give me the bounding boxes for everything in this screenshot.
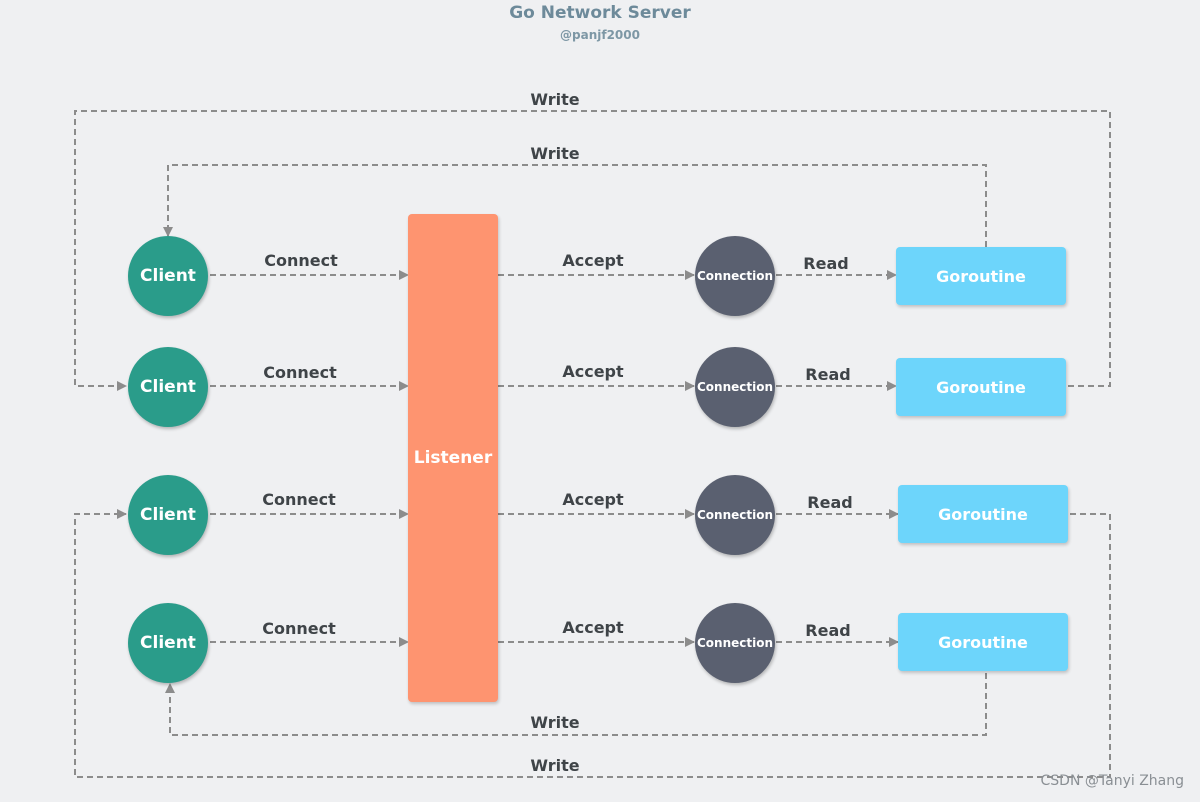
connect-label-3: Connect xyxy=(262,490,336,509)
goroutine-label: Goroutine xyxy=(936,266,1026,286)
client-label: Client xyxy=(140,633,196,653)
client-label: Client xyxy=(140,505,196,525)
client-label: Client xyxy=(140,266,196,286)
connection-label: Connection xyxy=(696,269,774,283)
connection-label: Connection xyxy=(696,380,774,394)
goroutine-label: Goroutine xyxy=(936,377,1026,397)
write-arrow-row4 xyxy=(165,673,987,736)
goroutine-node-3: Goroutine xyxy=(898,485,1068,543)
diagram-title: Go Network Server xyxy=(509,3,691,23)
diagram-subtitle: @panjf2000 xyxy=(560,28,640,42)
connection-label: Connection xyxy=(696,508,774,522)
connection-node-1: Connection xyxy=(695,236,775,316)
watermark-text: CSDN @Tanyi Zhang xyxy=(1040,773,1184,789)
write-label-inner-bottom: Write xyxy=(530,713,580,732)
connection-node-4: Connection xyxy=(695,603,775,683)
goroutine-node-2: Goroutine xyxy=(896,358,1066,416)
accept-label-3: Accept xyxy=(562,490,624,509)
read-label-3: Read xyxy=(807,493,853,512)
write-label-inner-top: Write xyxy=(530,144,580,163)
read-label-4: Read xyxy=(805,621,851,640)
goroutine-node-4: Goroutine xyxy=(898,613,1068,671)
client-label: Client xyxy=(140,377,196,397)
read-label-2: Read xyxy=(805,365,851,384)
write-label-outer-top: Write xyxy=(530,90,580,109)
client-node-1: Client xyxy=(128,236,208,316)
connect-label-4: Connect xyxy=(262,619,336,638)
goroutine-label: Goroutine xyxy=(938,632,1028,652)
listener-label: Listener xyxy=(413,448,493,468)
connection-node-3: Connection xyxy=(695,475,775,555)
write-arrow-row1 xyxy=(163,164,987,247)
listener-node: Listener xyxy=(408,214,498,702)
read-label-1: Read xyxy=(803,254,849,273)
accept-label-4: Accept xyxy=(562,618,624,637)
client-node-3: Client xyxy=(128,475,208,555)
accept-label-1: Accept xyxy=(562,251,624,270)
client-node-2: Client xyxy=(128,347,208,427)
goroutine-label: Goroutine xyxy=(938,504,1028,524)
accept-label-2: Accept xyxy=(562,362,624,381)
connect-label-2: Connect xyxy=(263,363,337,382)
connection-node-2: Connection xyxy=(695,347,775,427)
client-node-4: Client xyxy=(128,603,208,683)
write-arrow-row3 xyxy=(74,509,1111,778)
goroutine-node-1: Goroutine xyxy=(896,247,1066,305)
connection-label: Connection xyxy=(696,636,774,650)
write-label-outer-bottom: Write xyxy=(530,756,580,775)
write-arrow-row2 xyxy=(74,110,1111,391)
connect-label-1: Connect xyxy=(264,251,338,270)
